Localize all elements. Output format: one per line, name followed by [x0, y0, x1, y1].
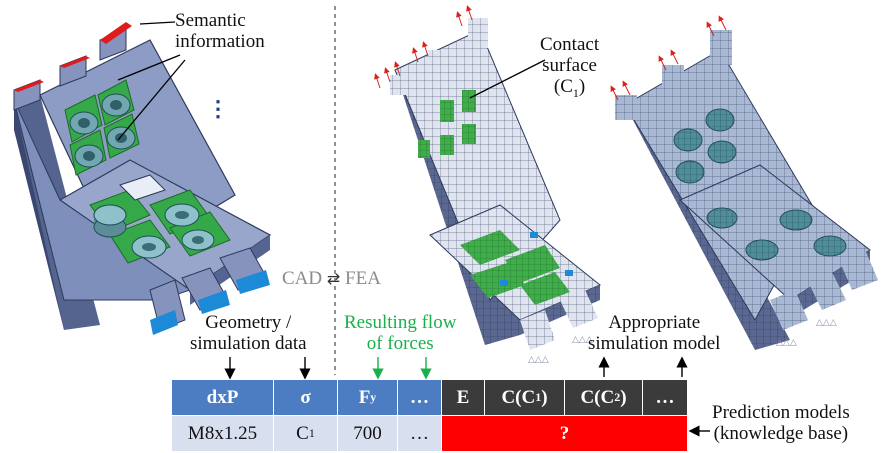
contact-surface-label: Contact surface (C1) — [540, 34, 600, 100]
svg-text:△△△: △△△ — [776, 338, 797, 348]
header-e: E — [442, 380, 485, 415]
more-dots: ⋮ — [207, 96, 229, 121]
cad-fea-label: CAD ⇄ FEA — [282, 268, 381, 289]
fea-mesh-bracket: △△△ △△△ — [374, 5, 601, 365]
simulation-model-bracket: △△△ △△△ — [610, 15, 878, 350]
prediction-models-label: Prediction models (knowledge base) — [712, 402, 850, 444]
header-dxp: dxP — [172, 380, 274, 415]
header-sigma: σ — [274, 380, 338, 415]
cell-unknown: ? — [442, 416, 687, 451]
header-dots-out: … — [643, 380, 687, 415]
geometry-label: Geometry / simulation data — [190, 312, 307, 354]
svg-text:△△△: △△△ — [816, 318, 837, 328]
appropriate-model-label: Appropriate simulation model — [588, 312, 721, 354]
semantic-information-label: Semantic information — [175, 10, 265, 52]
cell-dots: … — [398, 416, 442, 451]
cell-dxp: M8x1.25 — [172, 416, 274, 451]
swap-icon: ⇄ — [326, 269, 341, 288]
svg-text:△△△: △△△ — [572, 335, 593, 345]
cell-fy: 700 — [338, 416, 398, 451]
header-dots-in: … — [398, 380, 442, 415]
flow-of-forces-label: Resulting flow of forces — [344, 312, 457, 354]
cad-bracket — [13, 21, 272, 335]
svg-text:△△△: △△△ — [528, 355, 549, 365]
